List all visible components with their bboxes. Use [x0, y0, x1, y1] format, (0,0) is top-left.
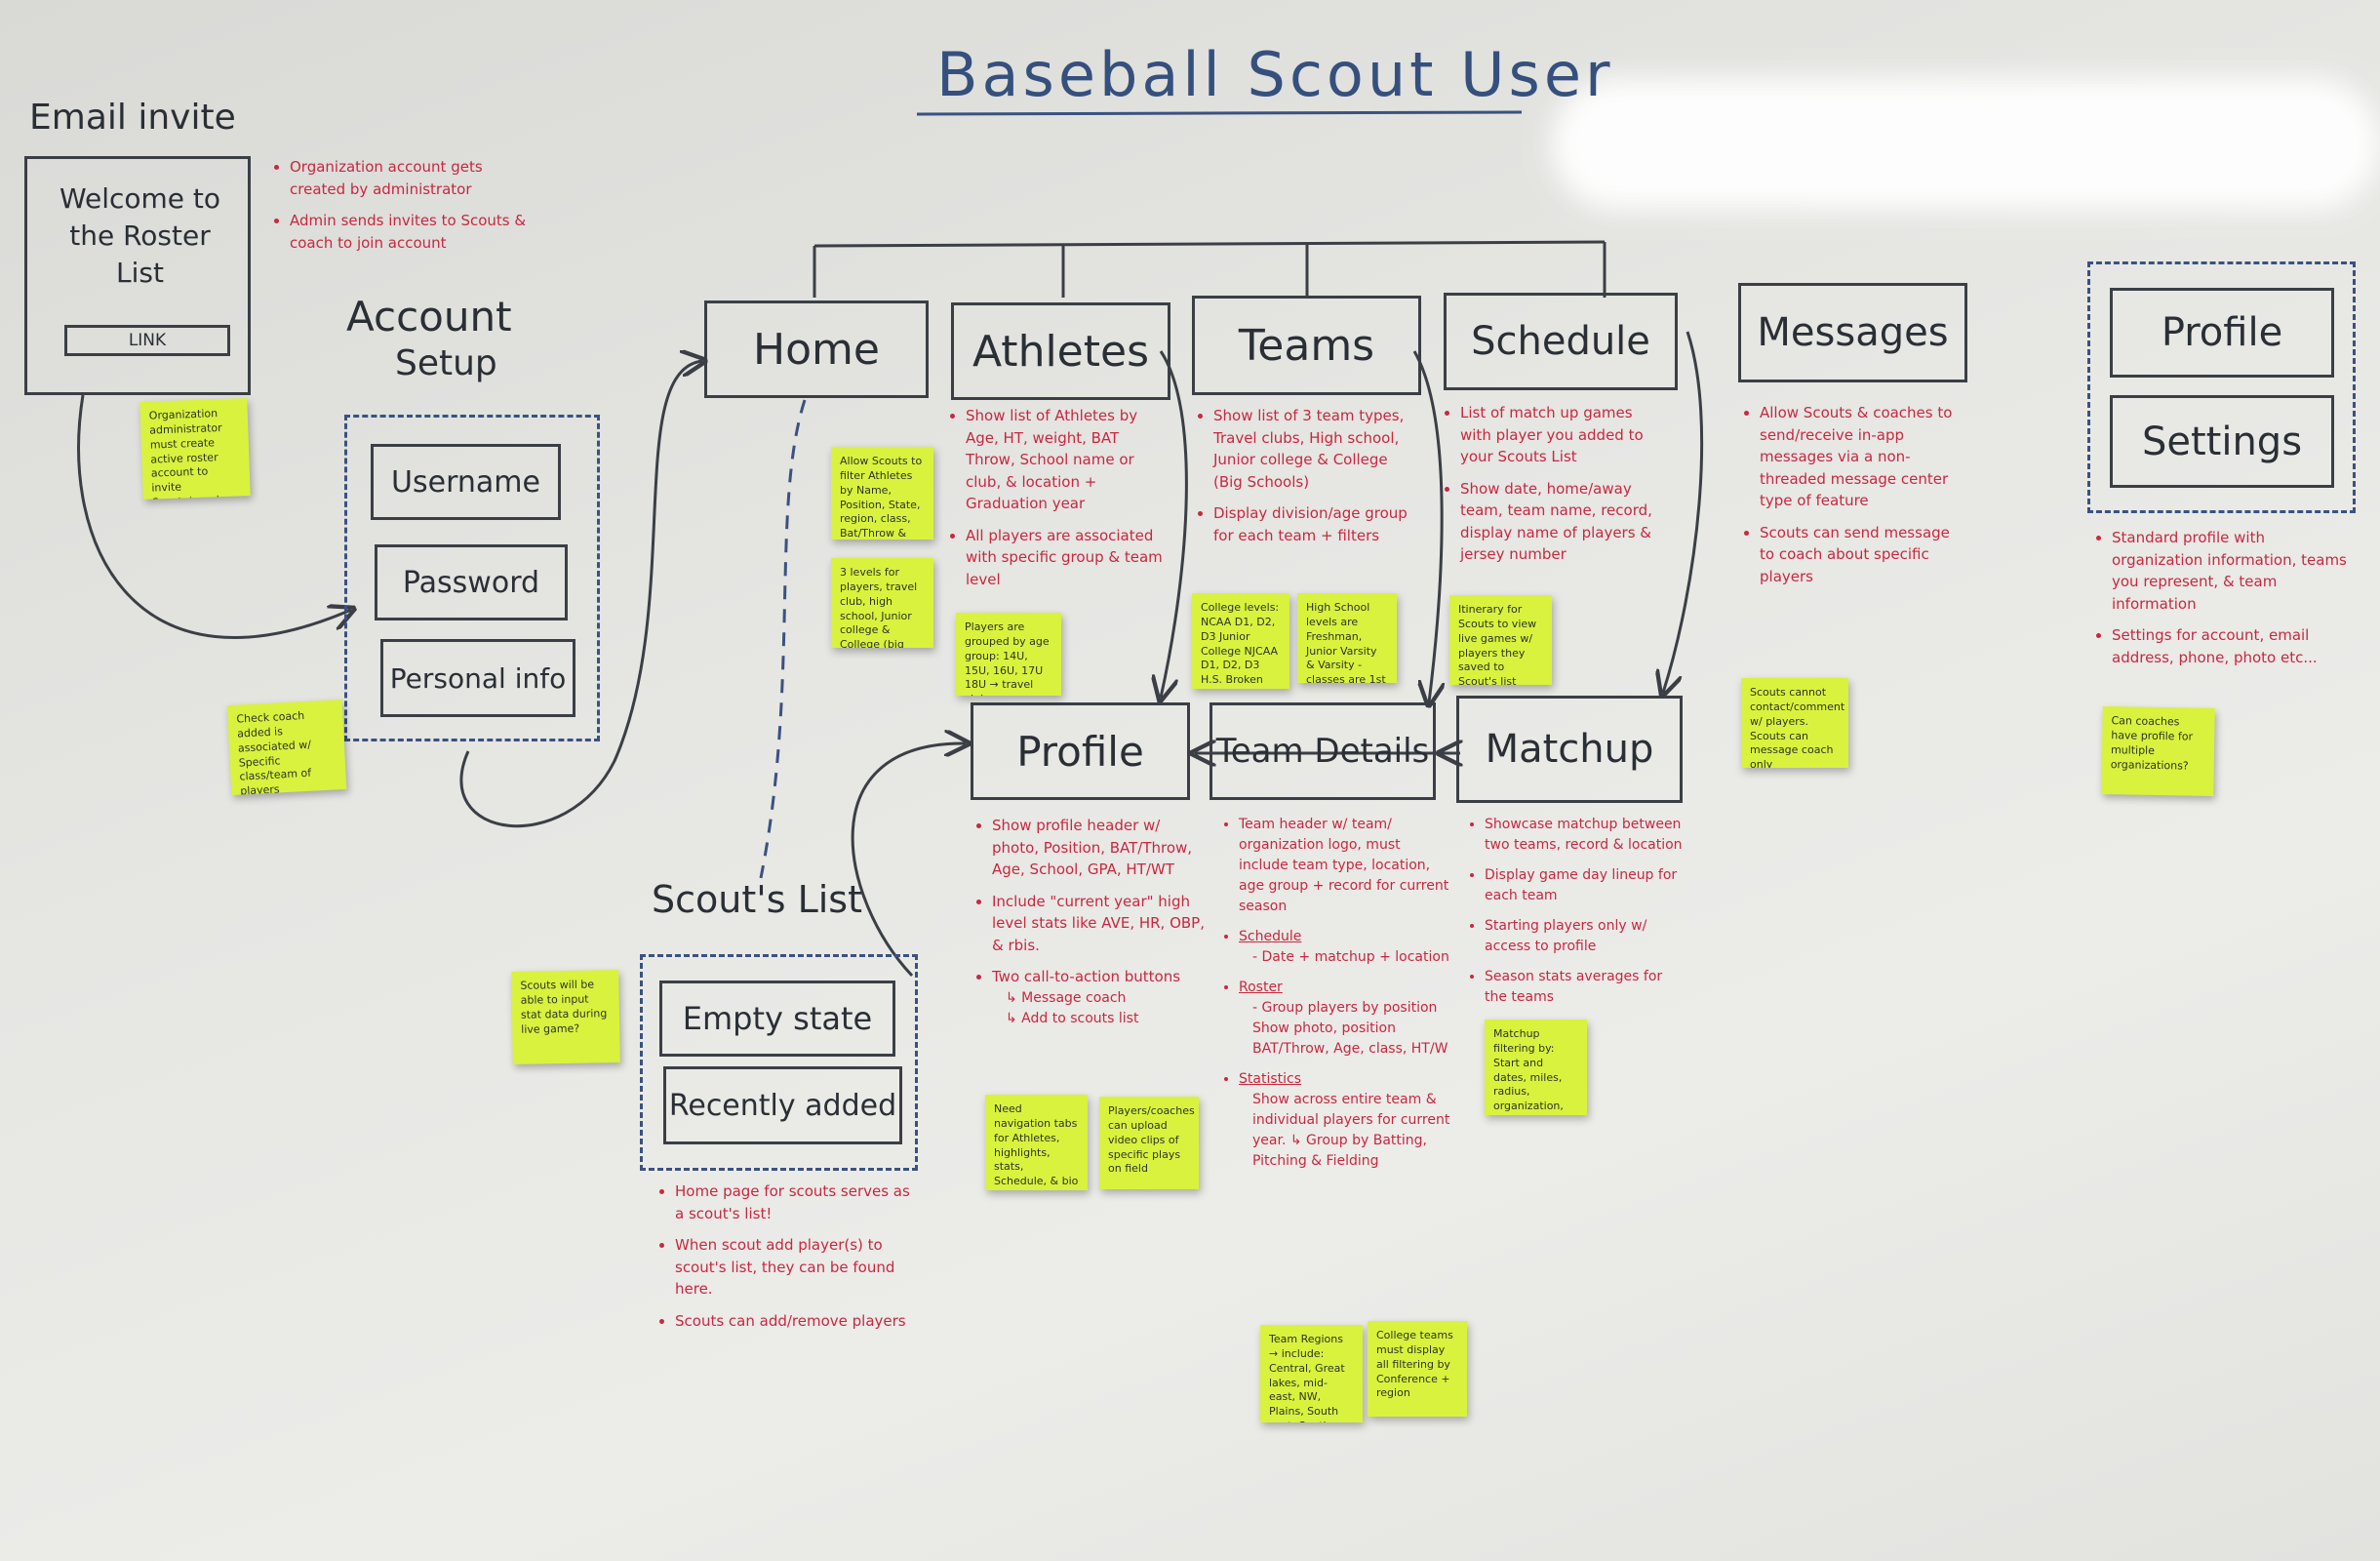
- sticky-note: Scouts will be able to input stat data d…: [511, 970, 620, 1064]
- teams-notes: Show list of 3 team types, Travel clubs,…: [1192, 405, 1411, 556]
- scoutslist-to-profile-arrow: [851, 743, 966, 978]
- athletes-to-profile-arrow: [1161, 350, 1188, 698]
- note-item: Home page for scouts serves as a scout's…: [675, 1181, 917, 1224]
- note-item: Season stats averages for the teams: [1485, 967, 1683, 1008]
- link-button[interactable]: LINK: [64, 325, 230, 356]
- settings-button[interactable]: Settings: [2110, 395, 2334, 488]
- note-item: List of match up games with player you a…: [1460, 402, 1668, 468]
- note-item: Standard profile with organization infor…: [2112, 527, 2359, 615]
- home-to-scoutslist-dashed: [759, 399, 807, 879]
- profile-detail-box[interactable]: Profile: [971, 702, 1190, 800]
- page-title: Baseball Scout User: [936, 39, 1614, 110]
- note-item: Organization account gets created by adm…: [290, 156, 532, 200]
- recently-added-box[interactable]: Recently added: [663, 1066, 902, 1144]
- sticky-note: Allow Scouts to filter Athletes by Name,…: [831, 447, 933, 540]
- note-heading: Roster: [1239, 980, 1283, 995]
- sticky-note: Need navigation tabs for Athletes, highl…: [985, 1095, 1088, 1190]
- sticky-note: Players/coaches can upload video clips o…: [1099, 1097, 1199, 1189]
- note-heading: Schedule: [1239, 929, 1302, 944]
- account-setup-label-2: Setup: [395, 343, 497, 383]
- note-item: Starting players only w/ access to profi…: [1485, 916, 1683, 957]
- profile-detail-notes: Show profile header w/ photo, Position, …: [971, 815, 1210, 1039]
- note-item: Show profile header w/ photo, Position, …: [992, 815, 1210, 881]
- nav-schedule[interactable]: Schedule: [1444, 293, 1678, 390]
- welcome-text: Welcome to the Roster List: [59, 182, 221, 289]
- messages-notes: Allow Scouts & coaches to send/receive i…: [1738, 402, 1963, 597]
- sticky-note: Scouts cannot contact/comment w/ players…: [1741, 678, 1848, 768]
- email-invite-label: Email invite: [29, 98, 236, 138]
- note-item: Include "current year" high level stats …: [992, 891, 1210, 957]
- sticky-note: High School levels are Freshman, Junior …: [1297, 593, 1397, 683]
- sticky-note: College teams must display all filtering…: [1368, 1321, 1467, 1417]
- schedule-notes: List of match up games with player you a…: [1439, 402, 1668, 576]
- note-item: When scout add player(s) to scout's list…: [675, 1234, 917, 1301]
- profile-settings-notes: Standard profile with organization infor…: [2090, 527, 2359, 678]
- nav-home[interactable]: Home: [704, 300, 929, 398]
- empty-state-box[interactable]: Empty state: [659, 981, 895, 1057]
- org-notes: Organization account gets created by adm…: [268, 156, 532, 263]
- note-item: Scouts can add/remove players: [675, 1310, 917, 1333]
- note-item: Display game day lineup for each team: [1485, 865, 1683, 906]
- password-field[interactable]: Password: [375, 544, 568, 620]
- account-setup-group: [344, 415, 600, 741]
- cta-note: ↳ Add to scouts list: [1006, 1010, 1139, 1026]
- note-text: Show across entire team & individual pla…: [1252, 1092, 1450, 1169]
- schedule-to-matchup-arrow: [1663, 331, 1704, 693]
- team-details-box[interactable]: Team Details: [1210, 702, 1436, 800]
- sticky-note: 3 levels for players, travel club, high …: [831, 558, 933, 648]
- note-item: All players are associated with specific…: [966, 525, 1164, 591]
- note-item: Showcase matchup between two teams, reco…: [1485, 815, 1683, 856]
- note-item: Statistics Show across entire team & ind…: [1239, 1069, 1451, 1172]
- note-item: Roster - Group players by position Show …: [1239, 978, 1451, 1060]
- profile-settings-group: [2087, 261, 2356, 513]
- scouts-list-label: Scout's List: [652, 878, 862, 921]
- team-details-notes: Team header w/ team/ organization logo, …: [1217, 815, 1451, 1181]
- scouts-list-group: [640, 954, 918, 1171]
- sticky-note: Check coach added is associated w/ Speci…: [226, 699, 347, 796]
- title-underline: [916, 110, 1523, 116]
- nav-teams[interactable]: Teams: [1192, 296, 1421, 395]
- note-item: Scouts can send message to coach about s…: [1760, 522, 1963, 588]
- username-field[interactable]: Username: [371, 444, 561, 520]
- nav-tree: [813, 240, 1606, 298]
- email-to-account-arrow: [77, 394, 351, 640]
- note-item: Display division/age group for each team…: [1213, 502, 1411, 546]
- note-item: Two call-to-action buttons ↳ Message coa…: [992, 966, 1210, 1029]
- account-setup-label: Account: [346, 293, 512, 340]
- note-item: Allow Scouts & coaches to send/receive i…: [1760, 402, 1963, 512]
- sticky-note: Team Regions → include: Central, Great l…: [1260, 1325, 1363, 1422]
- cta-note: ↳ Message coach: [1006, 989, 1127, 1006]
- note-heading: Statistics: [1239, 1071, 1301, 1087]
- note-text: Two call-to-action buttons: [992, 968, 1181, 985]
- note-text: - Group players by position Show photo, …: [1252, 1000, 1448, 1057]
- note-item: Show list of Athletes by Age, HT, weight…: [966, 405, 1164, 515]
- profile-button[interactable]: Profile: [2110, 288, 2334, 378]
- sticky-note: Can coaches have profile for multiple or…: [2101, 706, 2215, 796]
- sticky-note: Itinerary for Scouts to view live games …: [1449, 595, 1552, 685]
- teams-to-teamdetails-arrow: [1412, 350, 1442, 702]
- note-item: Show date, home/away team, team name, re…: [1460, 478, 1668, 566]
- matchup-notes: Showcase matchup between two teams, reco…: [1463, 815, 1683, 1018]
- nav-athletes[interactable]: Athletes: [951, 302, 1170, 400]
- personal-info-field[interactable]: Personal info: [380, 639, 575, 717]
- scouts-list-notes: Home page for scouts serves as a scout's…: [654, 1181, 917, 1341]
- sticky-note: Organization administrator must create a…: [139, 398, 251, 500]
- sticky-note: College levels: NCAA D1, D2, D3 Junior C…: [1192, 593, 1289, 689]
- matchup-box[interactable]: Matchup: [1456, 696, 1683, 803]
- email-screen: Welcome to the Roster List LINK: [24, 156, 251, 395]
- nav-messages[interactable]: Messages: [1738, 283, 1967, 382]
- sticky-note: Players are grouped by age group: 14U, 1…: [956, 613, 1061, 696]
- light-glare: [1551, 78, 2380, 210]
- note-item: Show list of 3 team types, Travel clubs,…: [1213, 405, 1411, 493]
- note-text: - Date + matchup + location: [1252, 949, 1449, 965]
- sticky-note: Matchup filtering by: Start and dates, m…: [1485, 1020, 1587, 1115]
- account-to-home-arrow: [459, 361, 702, 828]
- note-item: Team header w/ team/ organization logo, …: [1239, 815, 1451, 917]
- note-item: Settings for account, email address, pho…: [2112, 624, 2359, 668]
- athletes-notes: Show list of Athletes by Age, HT, weight…: [944, 405, 1164, 600]
- note-item: Admin sends invites to Scouts & coach to…: [290, 210, 532, 254]
- note-item: Schedule - Date + matchup + location: [1239, 927, 1451, 968]
